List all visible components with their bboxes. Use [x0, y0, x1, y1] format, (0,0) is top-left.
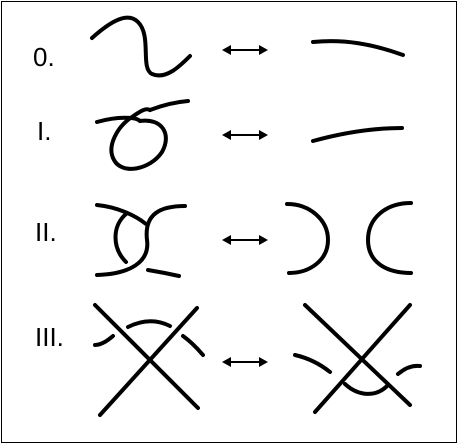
- move-0-left-strand: [90, 15, 192, 78]
- move-3-arrow-icon: [222, 357, 268, 367]
- move-1-right-strand: [311, 126, 404, 143]
- move-0-arrow-icon: [222, 45, 268, 55]
- move-3-right-crossing: [293, 303, 422, 414]
- move-2-label: II.: [35, 217, 57, 247]
- move-2-right-arcs: [285, 201, 413, 275]
- move-3-label: III.: [35, 322, 64, 352]
- move-0-right-strand: [311, 39, 405, 57]
- move-2-left-crossing: [95, 203, 187, 278]
- move-3-left-crossing: [93, 303, 205, 417]
- move-1-label: I.: [37, 116, 52, 146]
- move-0-label: 0.: [33, 42, 55, 72]
- move-2-arrow-icon: [222, 235, 268, 245]
- move-1-arrow-icon: [222, 130, 268, 140]
- move-1-left-kink: [95, 99, 190, 171]
